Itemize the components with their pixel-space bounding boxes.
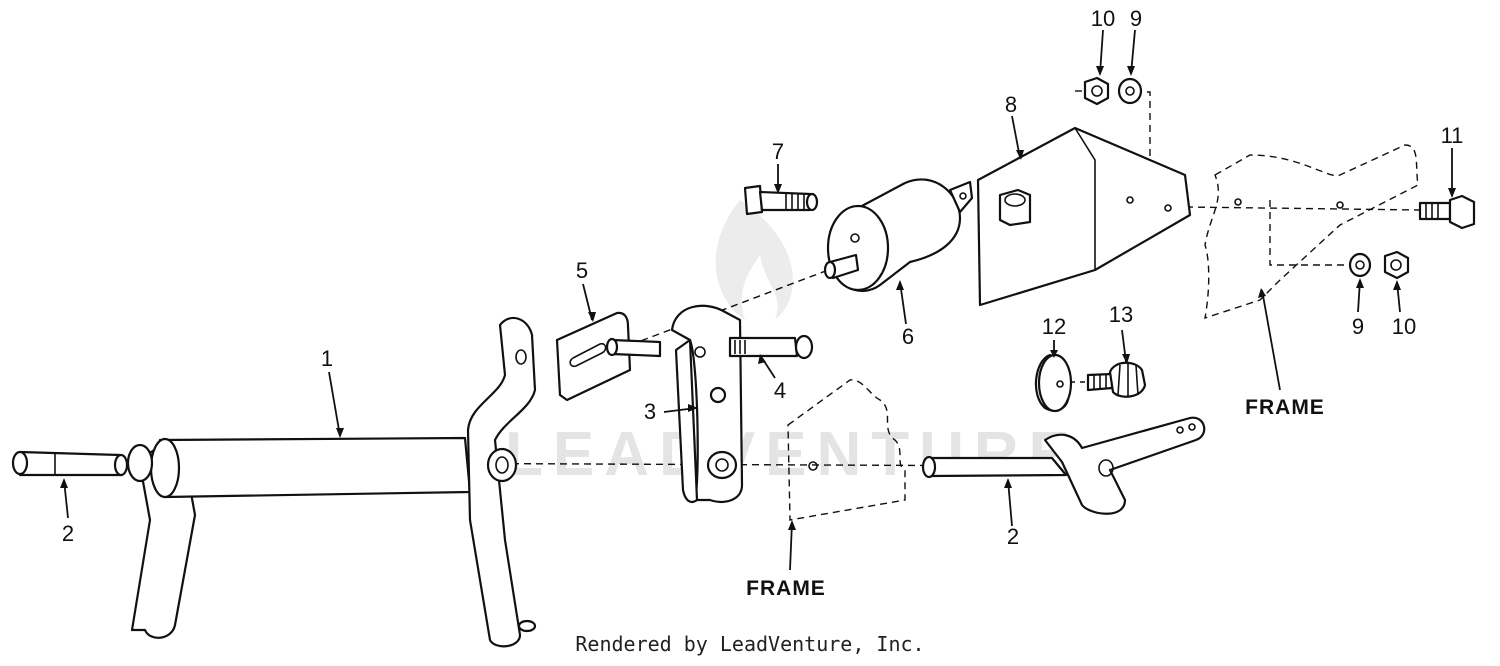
part-11-bolt (1418, 194, 1476, 230)
callout-9-bottom: 9 (1352, 314, 1364, 339)
callout-2-right: 2 (1007, 524, 1019, 549)
frame-outline-right (1204, 144, 1419, 320)
part-9-10-hardware-top (1075, 76, 1143, 106)
callout-11: 11 (1441, 123, 1464, 148)
callout-4: 4 (774, 378, 786, 403)
callout-7: 7 (772, 139, 784, 164)
callout-10-bottom: 10 (1392, 314, 1416, 339)
part-4-bolt (728, 334, 814, 360)
frame-label-right: FRAME (1245, 396, 1325, 419)
shaft-right-arm (466, 316, 537, 648)
callout-6: 6 (902, 324, 914, 349)
callout-1: 1 (321, 346, 333, 371)
callout-9-top: 9 (1130, 6, 1142, 31)
callout-10-top: 10 (1091, 6, 1115, 31)
part-8-angle-bracket (976, 126, 1192, 307)
callout-12: 12 (1042, 314, 1066, 339)
part-12-knob-base (1034, 353, 1073, 413)
part-5-slotted-plate (555, 311, 662, 402)
watermark-flame-icon (715, 200, 793, 320)
callout-labels: 1 2 2 3 4 5 6 7 8 9 10 9 10 11 12 13 FRA… (62, 6, 1464, 600)
render-credit: Rendered by LeadVenture, Inc. (575, 632, 925, 656)
part-2-pin-left (11, 450, 129, 477)
watermark-text: LEADVENTURE (505, 420, 1080, 489)
part-7-bolt (743, 184, 819, 216)
part-3-link-bracket (670, 304, 744, 504)
callout-5: 5 (576, 258, 588, 283)
part-2-lever-right (921, 416, 1206, 515)
callout-2-left: 2 (62, 521, 74, 546)
leader-lines (60, 29, 1456, 571)
part-9-10-hardware-bottom (1348, 250, 1410, 280)
callout-3: 3 (644, 399, 656, 424)
frame-label-left: FRAME (746, 577, 826, 600)
shaft-tube (158, 436, 472, 499)
callout-8: 8 (1005, 92, 1017, 117)
callout-13: 13 (1109, 302, 1133, 327)
frame-outline-left (787, 379, 906, 521)
part-13-knob-screw (1086, 361, 1147, 398)
part-6-cylinder (823, 178, 974, 292)
part-1-shaft-assembly (126, 316, 537, 648)
